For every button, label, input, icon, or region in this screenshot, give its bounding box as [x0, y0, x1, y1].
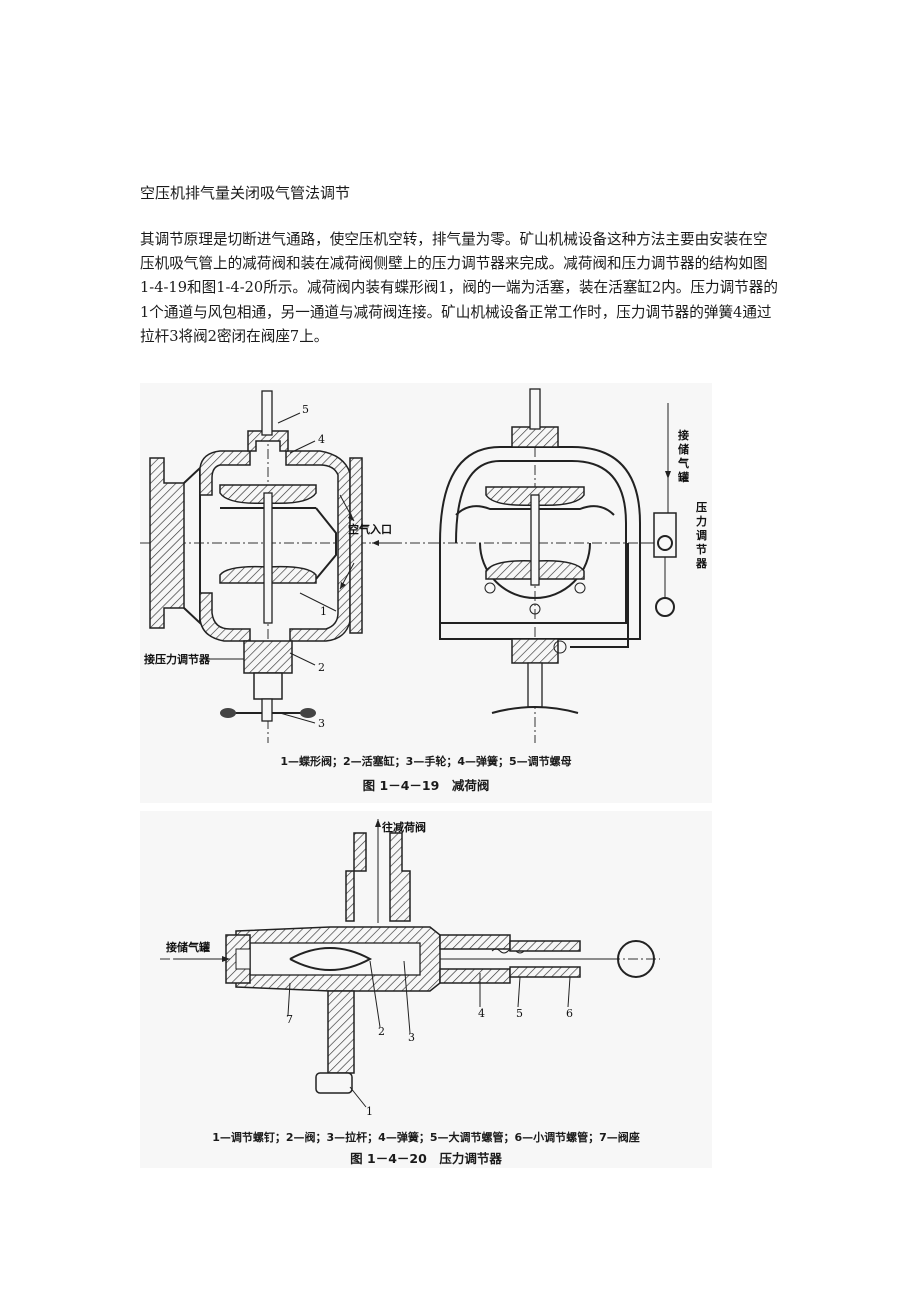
part-number-1: 1: [366, 1105, 373, 1118]
svg-text:调: 调: [696, 528, 707, 542]
part-number-2: 2: [378, 1025, 385, 1038]
svg-text:储: 储: [678, 442, 689, 456]
figure2-caption: 图 1－4－20 压力调节器: [350, 1151, 502, 1166]
part-number-4: 4: [318, 433, 325, 446]
svg-text:力: 力: [696, 514, 707, 528]
part-number-5: 5: [516, 1007, 523, 1020]
part-number-6: 6: [566, 1007, 573, 1020]
figure-unloader-valve: 空气入口 接压力调节器 接 储 气 罐 压 力 调 节 器 1 2 3 4 5 …: [140, 383, 712, 803]
unloader-valve-drawing: 空气入口 接压力调节器 接 储 气 罐 压 力 调 节 器 1 2 3 4 5: [140, 388, 708, 743]
unloader-side-section: [140, 390, 440, 743]
label-to-tank: 接储气罐: [166, 940, 210, 954]
figure2-legend: 1—调节螺钉；2—阀；3—拉杆；4—弹簧；5—大调节螺管；6—小调节螺管；7—阀…: [212, 1131, 640, 1144]
part-number-4: 4: [478, 1007, 485, 1020]
label-to-regulator: 接压力调节器: [144, 652, 211, 666]
svg-text:接: 接: [678, 428, 689, 442]
label-to-tank-vertical: 接 储 气 罐: [677, 428, 689, 484]
figure1-caption: 图 1－4－19 减荷阀: [362, 778, 490, 793]
figure1-legend: 1—蝶形阀；2—活塞缸；3—手轮；4—弹簧；5—调节螺母: [280, 755, 572, 768]
svg-text:器: 器: [695, 557, 708, 570]
label-pressure-regulator-vertical: 压 力 调 节 器: [695, 500, 708, 570]
article-paragraph: 其调节原理是切断进气通路，使空压机空转，排气量为零。矿山机械设备这种方法主要由安…: [140, 231, 778, 345]
part-number-3: 3: [408, 1031, 415, 1044]
label-air-inlet: 空气入口: [348, 522, 392, 536]
svg-text:节: 节: [696, 542, 707, 556]
svg-text:罐: 罐: [677, 470, 689, 484]
svg-text:压: 压: [696, 500, 707, 514]
part-number-2: 2: [318, 661, 325, 674]
unloader-front-view: [430, 388, 677, 743]
part-number-7: 7: [286, 1013, 293, 1026]
part-number-5: 5: [302, 403, 309, 416]
article-title: 空压机排气量关闭吸气管法调节: [140, 184, 351, 202]
pressure-regulator-drawing: 往减荷阀 接储气罐 1 2 3 4 5 6 7: [160, 819, 660, 1118]
figure-pressure-regulator: 往减荷阀 接储气罐 1 2 3 4 5 6 7 1—调节螺钉；2—阀；3—拉杆；…: [140, 811, 712, 1168]
part-number-1: 1: [320, 605, 327, 618]
svg-text:气: 气: [677, 456, 689, 470]
part-number-3: 3: [318, 717, 325, 730]
label-to-unloader: 往减荷阀: [382, 820, 426, 834]
